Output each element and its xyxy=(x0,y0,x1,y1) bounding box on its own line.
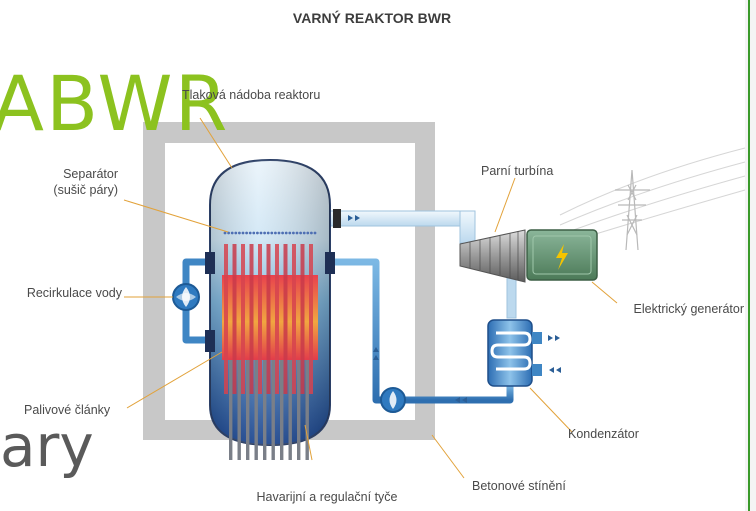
separator-dot xyxy=(281,231,284,235)
separator-dot xyxy=(306,231,310,235)
separator-dots xyxy=(223,231,317,235)
control-rod xyxy=(280,360,284,460)
separator-dot xyxy=(248,231,252,235)
diagram-title: VARNÝ REAKTOR BWR xyxy=(293,9,451,26)
separator-dot xyxy=(299,231,302,235)
fuel-rod xyxy=(224,244,228,394)
pylon-icon xyxy=(615,169,650,251)
feedwater-pump-icon xyxy=(380,387,406,413)
fuel-rods xyxy=(224,244,313,394)
label-fuel: Palivové články xyxy=(24,403,111,417)
control-rod xyxy=(271,360,275,460)
separator-dot xyxy=(245,231,249,235)
label-recirculation: Recirkulace vody xyxy=(27,286,123,300)
fuel-rod xyxy=(241,244,245,394)
label-vessel: Tlaková nádoba reaktoru xyxy=(182,88,320,102)
separator-dot xyxy=(263,231,266,235)
control-rod xyxy=(254,360,258,460)
slide-border-bg xyxy=(745,0,756,511)
recirculation-pump-icon xyxy=(172,283,200,311)
turbine-icon xyxy=(459,229,526,283)
label-separator-1: Separátor xyxy=(63,167,118,181)
control-rod xyxy=(263,360,267,460)
separator-dot xyxy=(241,231,245,235)
separator-dot xyxy=(274,231,277,235)
separator-dot xyxy=(288,231,292,235)
fuel-rod xyxy=(275,244,279,394)
separator-dot xyxy=(266,231,270,235)
separator-dot xyxy=(295,231,299,235)
fuel-rod xyxy=(309,244,313,394)
separator-dot xyxy=(238,231,241,235)
control-rod xyxy=(297,360,301,460)
separator-dot xyxy=(230,231,234,235)
fuel-rod xyxy=(232,244,237,394)
separator-dot xyxy=(223,231,227,235)
control-rod xyxy=(229,360,233,460)
label-separator-2: (sušič páry) xyxy=(53,183,118,197)
separator-dot xyxy=(302,231,306,235)
leader-lines xyxy=(123,117,618,479)
slide-text-fragment: ary xyxy=(0,412,94,480)
separator-dot xyxy=(256,231,259,235)
label-shield: Betonové stínění xyxy=(472,479,566,493)
separator-dot xyxy=(284,231,288,235)
fuel-rod xyxy=(258,244,262,394)
steam-pipe xyxy=(329,209,476,244)
control-rods xyxy=(229,360,309,460)
condenser-icon xyxy=(487,319,561,387)
fuel-rod xyxy=(300,244,305,394)
separator-dot xyxy=(292,231,295,235)
separator-dot xyxy=(310,231,313,235)
control-rod xyxy=(288,360,292,460)
control-rod xyxy=(237,360,241,460)
fuel-rod xyxy=(249,244,254,394)
fuel-rod xyxy=(266,244,271,394)
fuel-rod xyxy=(292,244,296,394)
separator-dot xyxy=(313,231,317,235)
label-generator: Elektrický generátor xyxy=(634,302,744,316)
control-rod xyxy=(305,360,309,460)
separator-dot xyxy=(270,231,274,235)
separator-dot xyxy=(277,231,281,235)
separator-dot xyxy=(252,231,256,235)
separator-dot xyxy=(234,231,238,235)
fuel-rod xyxy=(283,244,288,394)
generator-icon xyxy=(526,229,598,281)
control-rod xyxy=(246,360,250,460)
label-turbine: Parní turbína xyxy=(481,164,553,178)
separator-dot xyxy=(259,231,263,235)
label-condenser: Kondenzátor xyxy=(568,427,639,441)
slide-heading: ABWR xyxy=(0,59,229,148)
label-rods: Havarijní a regulační tyče xyxy=(256,490,397,504)
